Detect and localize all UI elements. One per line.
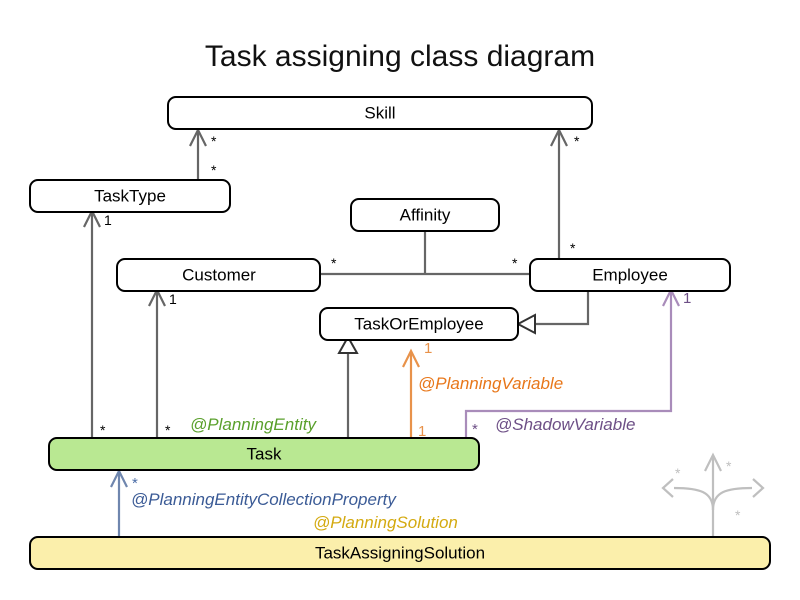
class-label-customer: Customer — [182, 265, 256, 284]
edge-task-customer: 1 * — [148, 287, 177, 438]
decorative-trident-icon: * * * — [661, 452, 765, 537]
mult-solution-task: * — [132, 475, 138, 492]
annotation-planning-entity-collection-property: @PlanningEntityCollectionProperty — [131, 490, 397, 509]
class-label-taskassigningsolution: TaskAssigningSolution — [315, 543, 485, 562]
class-box-employee[interactable]: Employee — [529, 258, 731, 292]
class-label-skill: Skill — [364, 103, 395, 122]
edge-employee-generalization — [515, 291, 590, 335]
mult-task-tasktype-1: 1 — [104, 212, 112, 228]
edge-planning-variable: 1 1 — [402, 340, 432, 440]
class-box-skill[interactable]: Skill — [167, 96, 593, 130]
edge-tasktype-skill: * * — [189, 127, 217, 180]
page-title: Task assigning class diagram — [205, 40, 595, 73]
class-box-taskoremployee[interactable]: TaskOrEmployee — [319, 307, 519, 341]
class-label-affinity: Affinity — [400, 205, 451, 224]
mult-planning-variable-bottom: 1 — [418, 423, 426, 440]
class-label-employee: Employee — [592, 265, 668, 284]
class-label-task: Task — [247, 444, 282, 463]
mult-tasktype-skill-lower: * — [211, 162, 217, 178]
mult-planning-variable-top: 1 — [424, 340, 432, 357]
annotation-planning-entity: @PlanningEntity — [190, 415, 317, 434]
annotation-shadow-variable: @ShadowVariable — [495, 415, 635, 434]
edge-employee-skill: * * — [550, 127, 580, 259]
class-box-affinity[interactable]: Affinity — [350, 198, 500, 232]
mult-shadow-top: 1 — [683, 290, 691, 307]
mult-task-tasktype-star: * — [100, 422, 106, 438]
mult-decor-up: * — [726, 458, 732, 474]
mult-employee-skill-upper: * — [574, 133, 580, 149]
mult-task-customer-star: * — [165, 422, 171, 438]
mult-task-customer-1: 1 — [169, 291, 177, 307]
annotation-planning-solution: @PlanningSolution — [313, 513, 458, 532]
edge-task-generalization — [337, 334, 359, 438]
mult-tasktype-skill-upper: * — [211, 133, 217, 149]
class-label-taskoremployee: TaskOrEmployee — [354, 314, 483, 333]
class-box-taskassigningsolution[interactable]: TaskAssigningSolution — [29, 536, 771, 570]
mult-decor-left: * — [675, 465, 681, 481]
class-box-customer[interactable]: Customer — [116, 258, 321, 292]
mult-employee-affinity: * — [512, 255, 518, 271]
mult-customer-affinity: * — [331, 255, 337, 271]
class-box-task[interactable]: Task — [48, 437, 480, 471]
class-label-tasktype: TaskType — [94, 186, 166, 205]
edge-affinity-link: * * — [320, 230, 530, 276]
annotation-planning-variable: @PlanningVariable — [418, 374, 563, 393]
mult-decor-right: * — [735, 507, 741, 523]
class-box-tasktype[interactable]: TaskType — [29, 179, 231, 213]
mult-employee-skill-lower: * — [570, 240, 576, 256]
mult-shadow-bottom: * — [472, 421, 478, 438]
edge-task-tasktype: 1 * — [83, 208, 112, 438]
